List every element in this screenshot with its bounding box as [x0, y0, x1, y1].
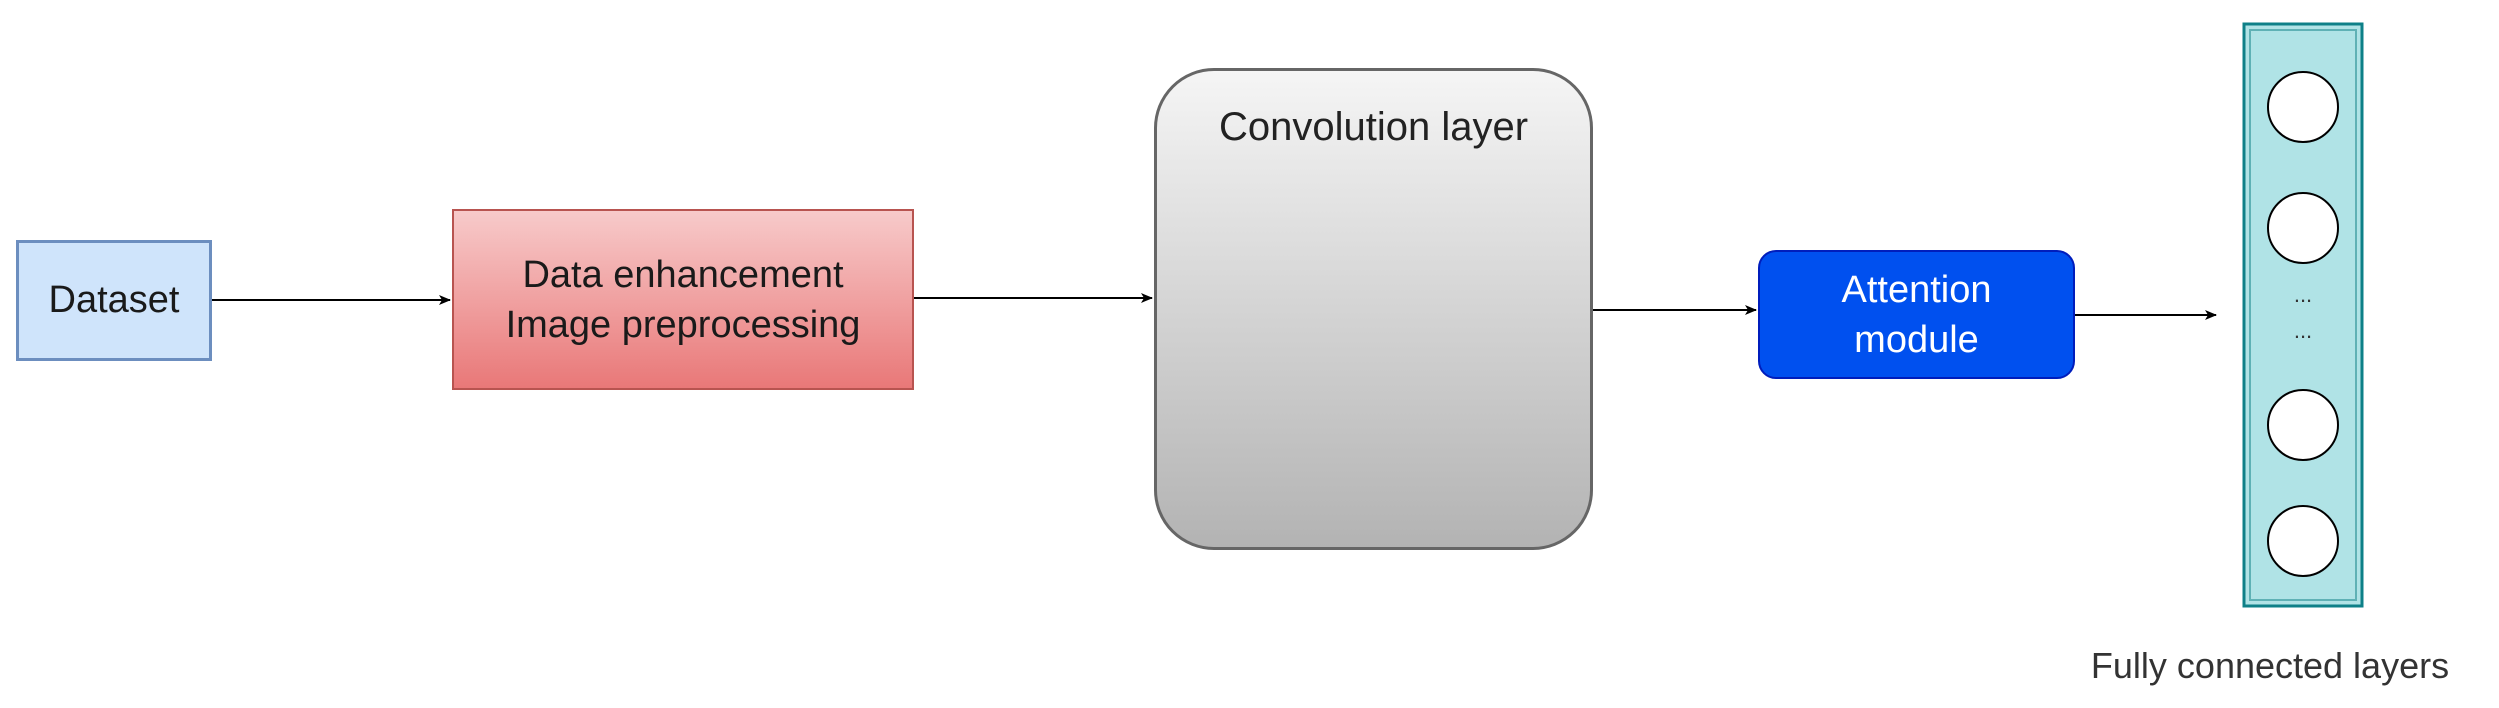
- fc-layer-column: ... ...: [2242, 22, 2364, 608]
- dataset-node: Dataset: [16, 240, 212, 361]
- enhancement-label-line1: Data enhancement: [522, 253, 844, 296]
- fc-neuron: [2267, 192, 2339, 264]
- convolution-layer-label: Convolution layer: [1218, 105, 1529, 149]
- fc-ellipsis: ...: [2294, 318, 2312, 343]
- enhancement-label-line2: Image preprocessing: [505, 303, 861, 346]
- fc-neuron: [2267, 71, 2339, 143]
- dataset-label: Dataset: [48, 279, 180, 321]
- attention-label-line1: Attention: [1841, 268, 1992, 311]
- convolution-layer-node: [1154, 68, 1593, 550]
- attention-label-line2: module: [1854, 318, 1979, 361]
- attention-module-node: Attention module: [1758, 250, 2075, 379]
- fc-neuron: [2267, 389, 2339, 461]
- fc-ellipsis: ...: [2294, 282, 2312, 307]
- data-enhancement-node: Data enhancement Image preprocessing: [452, 209, 914, 390]
- fc-neuron: [2267, 505, 2339, 577]
- fully-connected-label: Fully connected layers: [2090, 645, 2450, 686]
